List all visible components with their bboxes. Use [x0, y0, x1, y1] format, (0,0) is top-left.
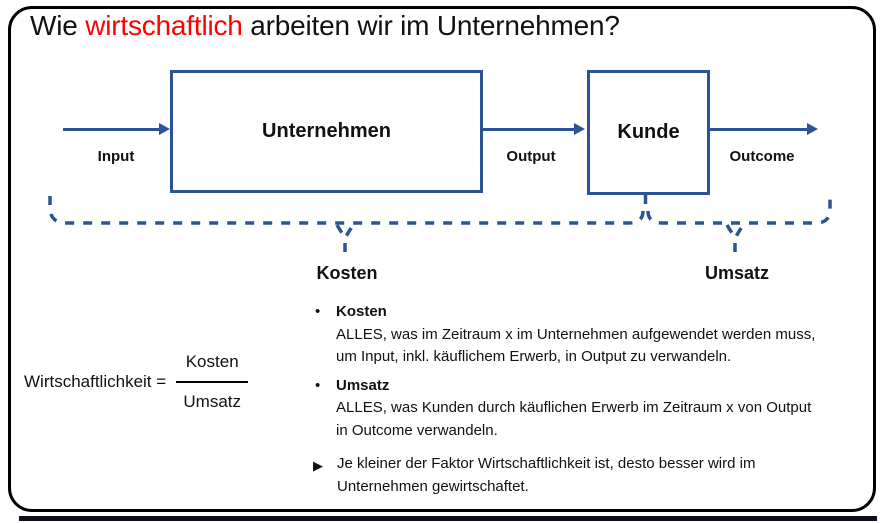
input-label: Input [97, 148, 135, 165]
formula-denominator: Umsatz [183, 392, 241, 411]
formula-lhs: Wirtschaftlichkeit = [24, 372, 167, 391]
output-label: Output [506, 148, 556, 165]
definitions-list: • Kosten ALLES, was im Zeitraum x im Unt… [315, 301, 875, 448]
umsatz-brace-label: Umsatz [704, 263, 770, 283]
bullet-text-line: ALLES, was Kunden durch käuflichen Erwer… [336, 399, 812, 416]
bullet-term: Umsatz [336, 376, 390, 394]
list-item: • Kosten ALLES, was im Zeitraum x im Unt… [315, 301, 875, 369]
kosten-pointer [335, 224, 355, 259]
conclusion-text-line: Unternehmen gewirtschaftet. [337, 478, 529, 495]
conclusion-body: Je kleiner der Faktor Wirtschaftlichkeit… [337, 452, 878, 498]
brace-left-segment [48, 196, 645, 225]
company-box: Unternehmen [170, 70, 483, 193]
bullet-text-line: in Outcome verwandeln. [336, 421, 498, 439]
bullet-icon: • [315, 376, 321, 394]
conclusion-text-line: Je kleiner der Faktor Wirtschaftlichkeit… [337, 455, 756, 472]
bullet-icon: • [315, 303, 321, 320]
outcome-label: Outcome [729, 148, 795, 165]
title-suffix: arbeiten wir im Unternehmen? [242, 10, 620, 41]
list-item: • Umsatz ALLES, was Kunden durch käuflic… [315, 375, 875, 443]
title-prefix: Wie [30, 10, 86, 41]
output-arrow [482, 123, 585, 135]
slide-border-frame [8, 6, 876, 512]
bottom-divider-bar [19, 516, 877, 521]
brace-right-segment [646, 196, 832, 225]
company-box-label: Unternehmen [262, 120, 391, 142]
efficiency-formula: Wirtschaftlichkeit = Kosten Umsatz [24, 352, 249, 412]
bullet-body: Kosten ALLES, was im Zeitraum x im Unter… [336, 301, 875, 369]
bullet-text-line: um Input, inkl. käuflichem Erwerb, in Ou… [336, 348, 732, 365]
outcome-arrow [707, 123, 818, 135]
bullet-body: Umsatz ALLES, was Kunden durch käufliche… [336, 375, 875, 443]
triangle-bullet-icon: ▶ [313, 458, 323, 473]
input-arrow [63, 123, 170, 135]
umsatz-pointer [725, 224, 745, 259]
page-title: Wie wirtschaftlich arbeiten wir im Unter… [30, 10, 620, 42]
customer-box: Kunde [587, 70, 710, 195]
fraction-bar [176, 381, 249, 383]
dashed-brace-graphic [48, 195, 832, 259]
conclusion-note: ▶ Je kleiner der Faktor Wirtschaftlichke… [313, 452, 878, 498]
title-highlight: wirtschaftlich [85, 10, 243, 41]
bullet-term: Kosten [336, 303, 387, 320]
bullet-text-line: ALLES, was im Zeitraum x im Unternehmen … [336, 325, 816, 343]
formula-numerator: Kosten [185, 352, 239, 371]
formula-fraction: Kosten Umsatz [176, 352, 249, 412]
kosten-brace-label: Kosten [316, 263, 378, 283]
customer-box-label: Kunde [617, 121, 680, 143]
